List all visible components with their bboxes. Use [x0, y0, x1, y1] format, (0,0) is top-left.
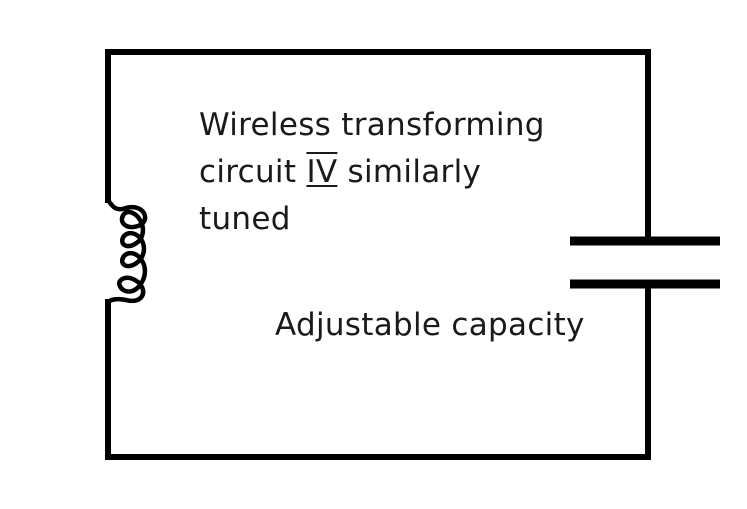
transformer-label-circuit-word: circuit: [199, 154, 307, 190]
transformer-label-line-1: Wireless transforming: [199, 107, 545, 143]
transformer-circuit-label: Wireless transforming circuit IV similar…: [199, 102, 545, 243]
transformer-label-line-3: tuned: [199, 201, 291, 237]
transformer-label-line-2: circuit IV similarly: [199, 149, 545, 196]
capacity-label: Adjustable capacity: [275, 307, 585, 343]
transformer-label-similarly-word: similarly: [337, 154, 482, 190]
inductor-coil: [105, 197, 148, 305]
roman-numeral-four: IV: [306, 154, 338, 190]
